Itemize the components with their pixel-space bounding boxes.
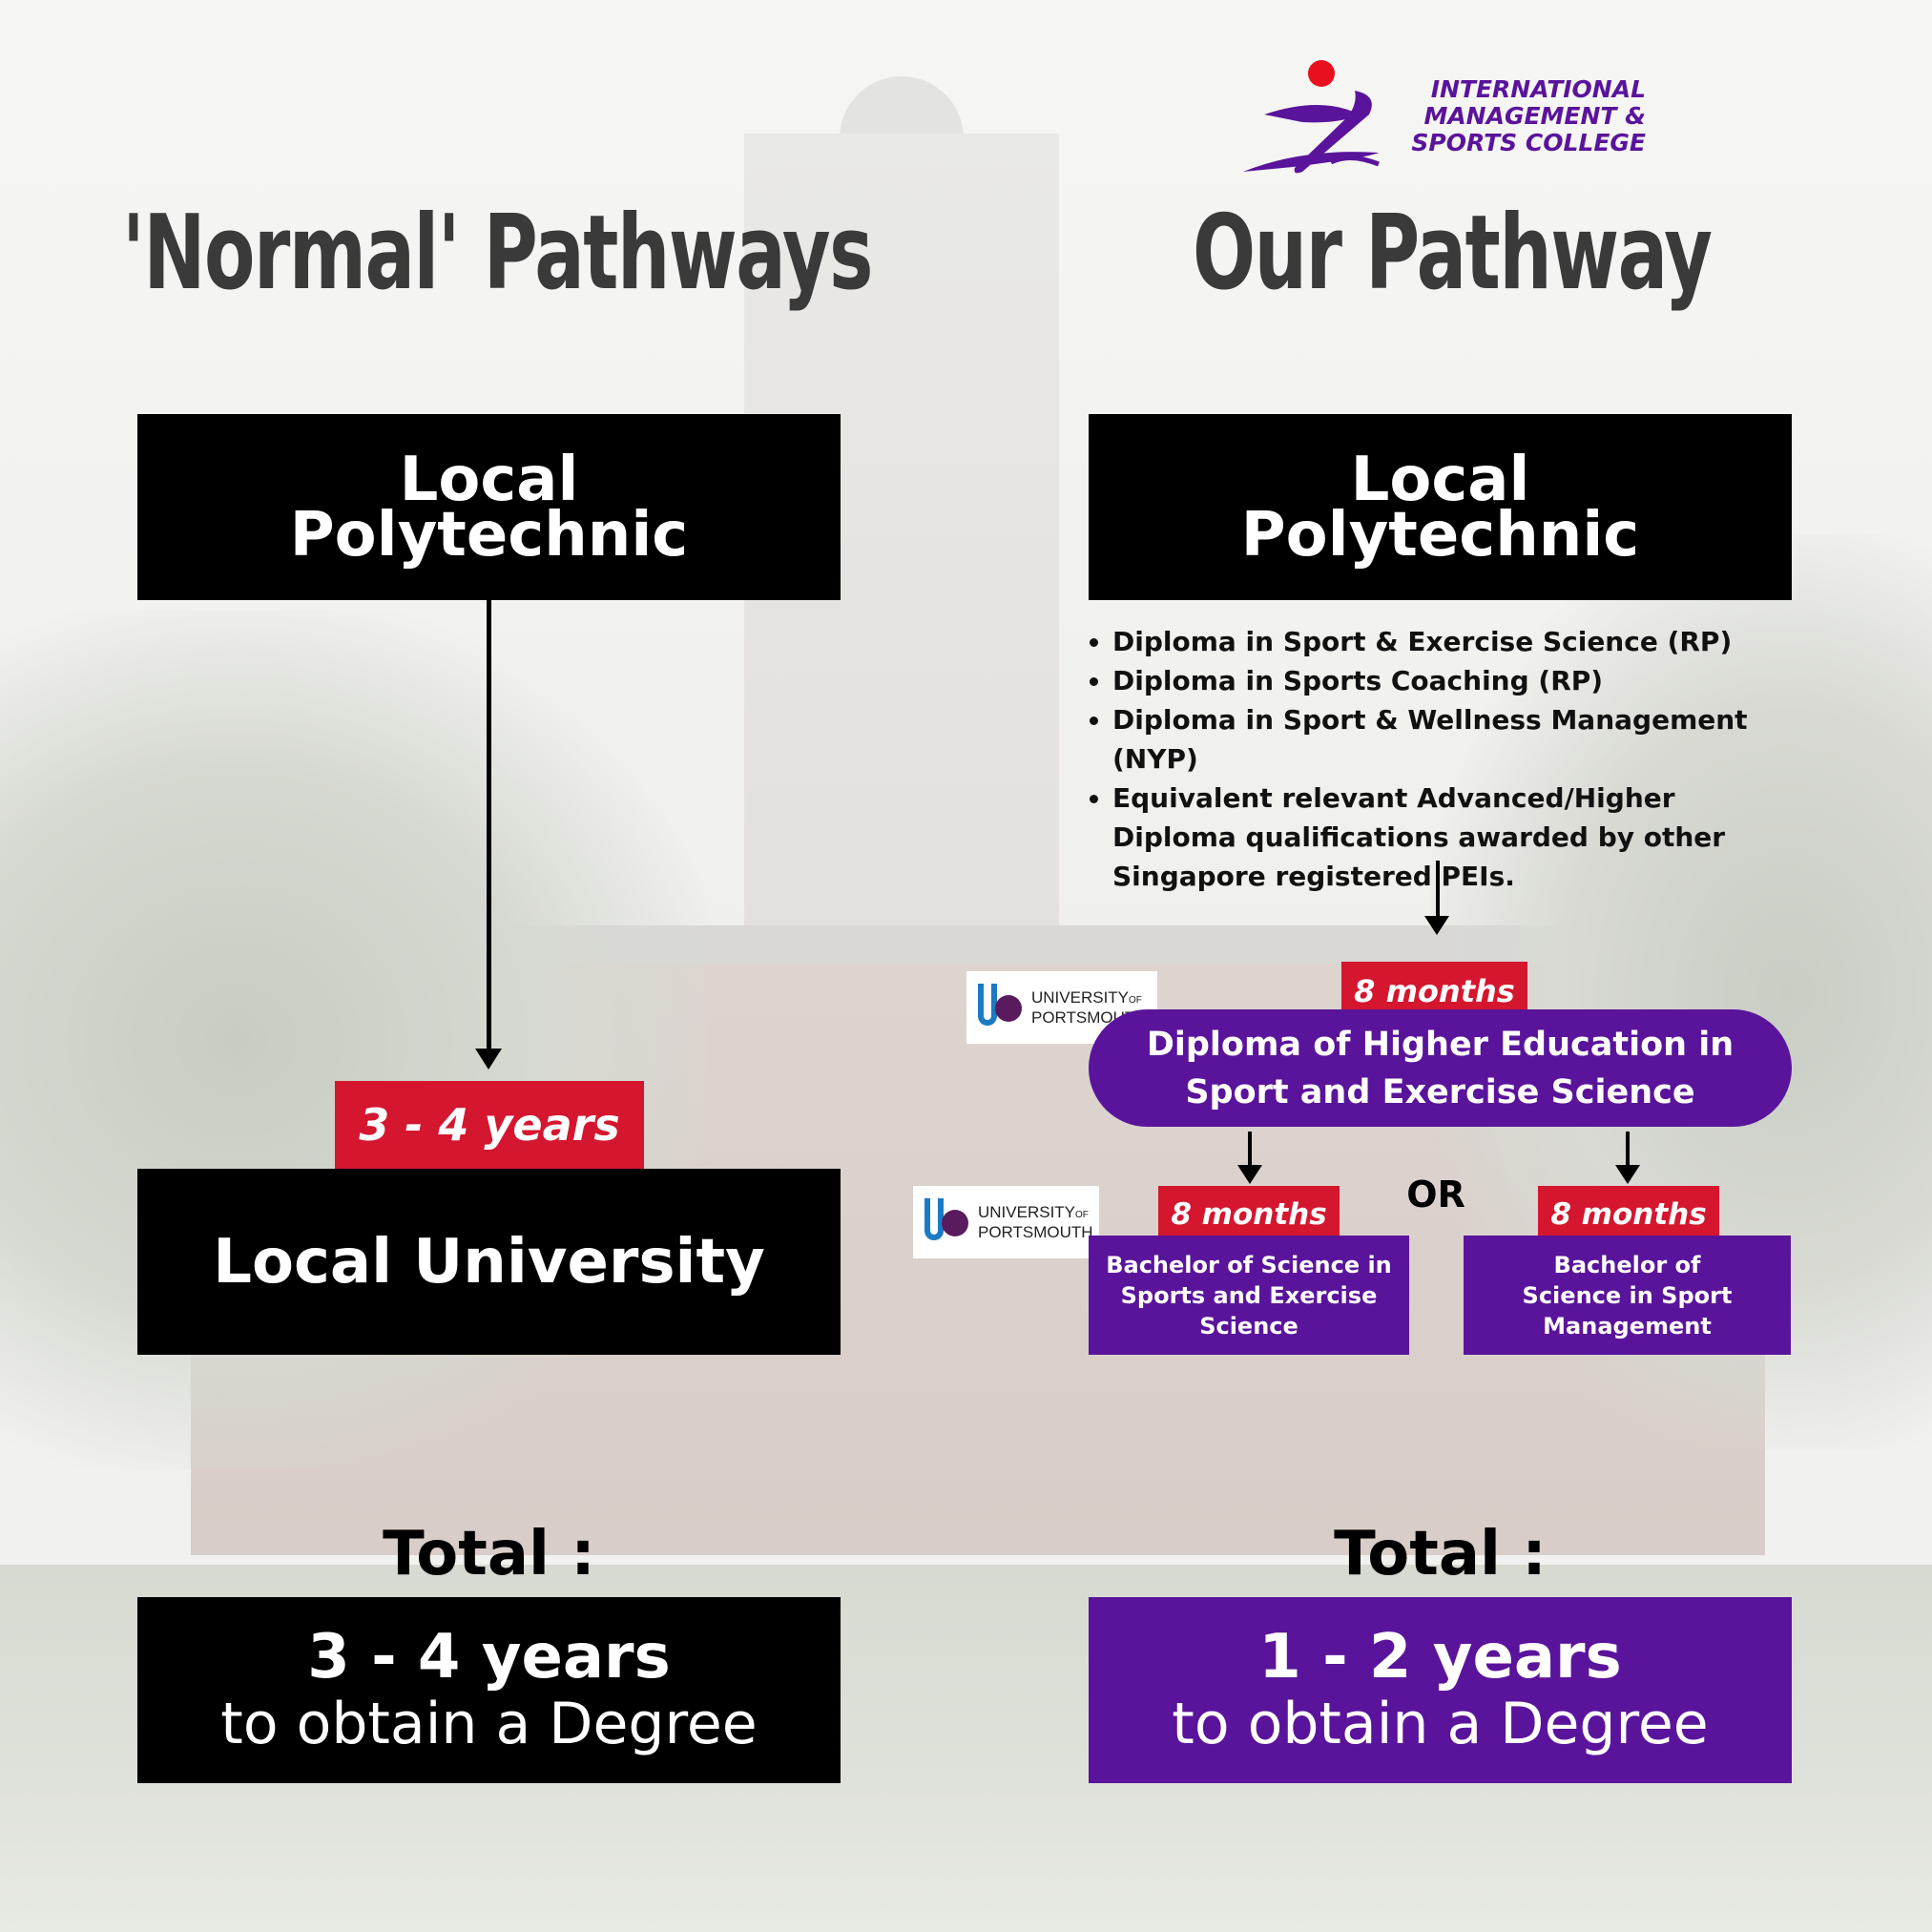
bsc-sports-exercise-line-3: Science <box>1199 1312 1298 1340</box>
bsc-sport-management-line-2: Science in Sport <box>1522 1281 1733 1309</box>
requirement-item: Diploma in Sport & Wellness Management (… <box>1112 700 1824 779</box>
left-polytechnic-line-2: Polytechnic <box>289 499 689 571</box>
local-university-label: Local University <box>213 1226 765 1298</box>
right-polytechnic-line-2: Polytechnic <box>1240 499 1640 571</box>
requirement-item: Diploma in Sport & Exercise Science (RP) <box>1112 622 1824 661</box>
bsc-sport-management-line-1: Bachelor of <box>1553 1251 1701 1278</box>
right-total-suffix: to obtain a Degree <box>1172 1690 1709 1757</box>
local-university-box: Local University <box>137 1169 841 1355</box>
option-b-arrow-down-icon <box>1615 1165 1640 1184</box>
portsmouth-word-of: OF <box>1075 1209 1089 1220</box>
left-total-box: 3 - 4 years to obtain a Degree <box>137 1597 841 1783</box>
option-a-connector-line <box>1248 1132 1252 1165</box>
left-duration-tag: 3 - 4 years <box>335 1081 644 1169</box>
portsmouth-word-university: UNIVERSITY <box>978 1202 1076 1221</box>
higher-education-diploma-line-1: Diploma of Higher Education in <box>1146 1025 1735 1064</box>
higher-education-diploma-line-2: Sport and Exercise Science <box>1185 1072 1695 1111</box>
requirement-item: Equivalent relevant Advanced/Higher Dipl… <box>1112 779 1799 896</box>
left-total-label: Total : <box>383 1519 595 1589</box>
right-connector-line <box>1436 861 1440 916</box>
bsc-sports-exercise-line-2: Sports and Exercise <box>1120 1281 1378 1309</box>
option-a-duration-tag: 8 months <box>1158 1186 1340 1243</box>
option-b-duration-tag: 8 months <box>1538 1186 1719 1243</box>
left-total-value: 3 - 4 years <box>307 1621 671 1693</box>
left-polytechnic-box: Local Polytechnic <box>137 414 841 600</box>
bsc-sport-management-box: Bachelor of Science in Sport Management <box>1464 1236 1791 1355</box>
college-name-line-3: SPORTS COLLEGE <box>1411 129 1646 156</box>
portsmouth-mark-icon <box>923 1198 970 1246</box>
college-name-line-2: MANAGEMENT & <box>1423 102 1646 130</box>
left-total-suffix: to obtain a Degree <box>220 1690 758 1757</box>
college-logo: INTERNATIONAL MANAGEMENT & SPORTS COLLEG… <box>1236 57 1646 181</box>
left-polytechnic-line-1: Local <box>399 444 579 515</box>
option-b-connector-line <box>1626 1132 1630 1165</box>
left-connector-line <box>487 600 491 1049</box>
left-arrow-down-icon <box>475 1049 502 1070</box>
portsmouth-mark-icon <box>976 984 1024 1031</box>
right-total-box: 1 - 2 years to obtain a Degree <box>1089 1597 1792 1783</box>
right-total-label: Total : <box>1334 1519 1547 1589</box>
portsmouth-logo: UNIVERSITYOF PORTSMOUTH <box>913 1186 1099 1258</box>
college-name-line-1: INTERNATIONAL <box>1430 75 1646 103</box>
right-arrow-down-icon <box>1424 916 1449 935</box>
bsc-sports-exercise-line-1: Bachelor of Science in <box>1106 1251 1392 1278</box>
requirement-item: Diploma in Sports Coaching (RP) <box>1112 661 1824 700</box>
bsc-sports-exercise-science-box: Bachelor of Science in Sports and Exerci… <box>1089 1236 1409 1355</box>
right-total-value: 1 - 2 years <box>1258 1621 1622 1693</box>
right-polytechnic-box: Local Polytechnic <box>1089 414 1792 600</box>
bsc-sport-management-line-3: Management <box>1543 1312 1712 1340</box>
our-pathway-title: Our Pathway <box>1193 194 1713 313</box>
requirements-list: Diploma in Sport & Exercise Science (RP)… <box>1080 622 1824 896</box>
portsmouth-word-portsmouth: PORTSMOUTH <box>978 1222 1093 1241</box>
or-label: OR <box>1406 1174 1465 1215</box>
right-polytechnic-line-1: Local <box>1350 444 1530 515</box>
higher-education-diploma-box: Diploma of Higher Education in Sport and… <box>1089 1009 1792 1127</box>
normal-pathways-title: 'Normal' Pathways <box>122 194 873 313</box>
college-logo-swoosh-icon <box>1243 60 1380 174</box>
option-a-arrow-down-icon <box>1237 1165 1262 1184</box>
portsmouth-word-of: OF <box>1129 994 1142 1006</box>
portsmouth-word-university: UNIVERSITY <box>1031 987 1130 1007</box>
